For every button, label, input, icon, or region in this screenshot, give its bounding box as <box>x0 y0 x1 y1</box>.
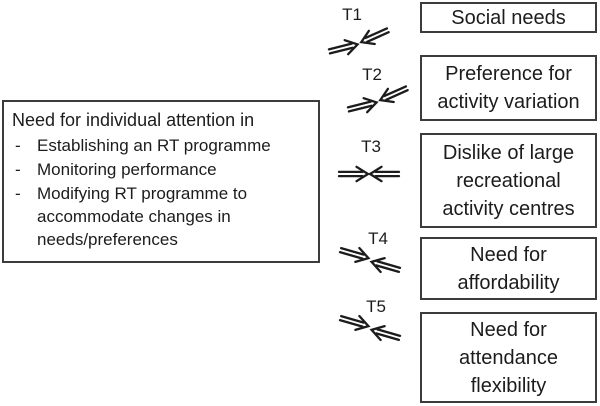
left-box-title: Need for individual attention in <box>12 110 255 130</box>
link-label-t3: T3 <box>361 137 381 156</box>
link-label-t4: T4 <box>368 229 388 248</box>
converging-arrows-icon <box>337 165 401 183</box>
target-box-social-needs: Social needs <box>420 2 597 33</box>
target-box-attendance-flexibility: Need for attendance flexibility <box>420 312 597 403</box>
bullet-dash: - <box>15 136 21 155</box>
bullet-dash: - <box>15 160 21 179</box>
converging-arrows-icon <box>337 242 403 278</box>
link-label-t1: T1 <box>342 5 362 24</box>
bullet-dash: - <box>15 184 21 203</box>
bullet-text: Establishing an RT programme <box>37 136 271 155</box>
bullet-text: Modifying RT programme to accommodate ch… <box>37 184 248 249</box>
bullet-item: - Establishing an RT programme <box>12 134 310 157</box>
bullet-item: - Monitoring performance <box>12 158 310 181</box>
link-label-t2: T2 <box>362 65 382 84</box>
target-box-affordability: Need for affordability <box>420 237 597 300</box>
converging-arrows-icon <box>345 80 411 118</box>
target-box-activity-variation: Preference for activity variation <box>420 55 597 121</box>
bullet-item: - Modifying RT programme to accommodate … <box>12 182 310 251</box>
converging-arrows-icon <box>326 22 392 60</box>
bullet-text: Monitoring performance <box>37 160 217 179</box>
target-box-dislike-large-centres: Dislike of large recreational activity c… <box>420 133 597 228</box>
converging-arrows-icon <box>337 310 403 346</box>
left-concept-box: Need for individual attention in - Estab… <box>2 100 320 263</box>
link-label-t5: T5 <box>366 297 386 316</box>
